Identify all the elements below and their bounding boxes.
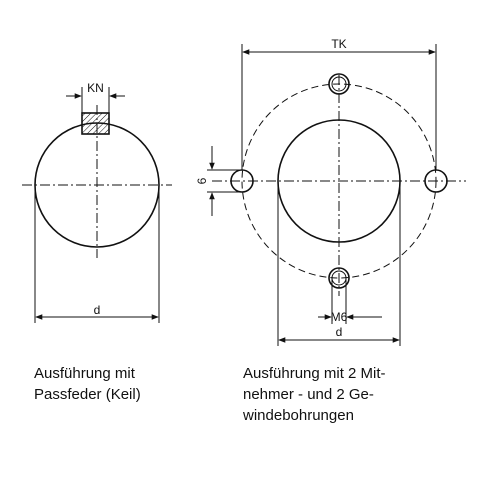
left-view-key-variant bbox=[22, 87, 172, 323]
label-pitch-circle: TK bbox=[331, 37, 346, 51]
caption-driver-variant: Ausführung mit 2 Mit- nehmer - und 2 Ge-… bbox=[243, 363, 473, 426]
label-diameter-left: d bbox=[94, 303, 101, 317]
caption-right-line-2: nehmer - und 2 Ge- bbox=[243, 386, 374, 403]
thread-hole-bottom bbox=[328, 267, 350, 289]
thread-hole-top bbox=[328, 73, 350, 95]
label-diameter-right: d bbox=[336, 325, 343, 339]
caption-right-line-3: windebohrungen bbox=[243, 407, 354, 424]
caption-key-variant: Ausführung mit Passfeder (Keil) bbox=[34, 363, 204, 405]
caption-right-line-1: Ausführung mit 2 Mit- bbox=[243, 365, 386, 382]
caption-left-line-2: Passfeder (Keil) bbox=[34, 386, 141, 403]
caption-left-line-1: Ausführung mit bbox=[34, 365, 135, 382]
thread-hole-top-inner bbox=[331, 76, 347, 92]
label-driver-width: 6 bbox=[195, 177, 209, 184]
right-view-driver-variant bbox=[207, 44, 466, 346]
label-key-width: KN bbox=[87, 81, 104, 95]
key-hatched bbox=[81, 112, 110, 135]
label-thread: M6 bbox=[331, 310, 348, 324]
